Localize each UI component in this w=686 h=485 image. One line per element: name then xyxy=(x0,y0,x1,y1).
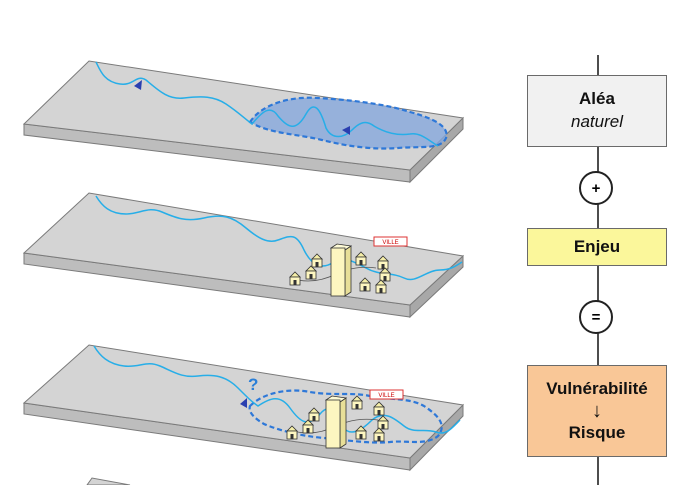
plus-operator: + xyxy=(579,171,613,205)
city-tag xyxy=(369,389,404,400)
city-tag xyxy=(373,236,408,247)
flood-area xyxy=(248,96,448,150)
panel-stakes: VILLE xyxy=(22,192,465,319)
flow-arrow-icon xyxy=(342,126,350,135)
river-1 xyxy=(95,61,439,147)
river-2 xyxy=(95,195,463,281)
equals-operator: = xyxy=(579,300,613,334)
tower xyxy=(330,247,346,297)
stakes-label: Enjeu xyxy=(573,237,621,256)
panel-hazard xyxy=(22,60,465,184)
platform-2-top xyxy=(22,192,465,306)
tower xyxy=(325,399,341,449)
city-tag-label: VILLE xyxy=(382,240,398,246)
city-tag-label: VILLE xyxy=(378,393,394,399)
flow-arrow-icon xyxy=(134,80,142,90)
tower-side xyxy=(339,397,347,449)
question-mark: ? xyxy=(248,375,258,394)
panel-vulnerability: ? VILLE xyxy=(22,344,465,472)
stakes-box: Enjeu xyxy=(527,228,667,266)
risk-box: Vulnérabilité ↓ Risque xyxy=(527,365,667,457)
hazard-subtitle: naturel xyxy=(571,112,623,131)
river-3 xyxy=(93,345,461,434)
down-arrow-icon: ↓ xyxy=(592,400,602,422)
platform-4-edge xyxy=(86,477,131,485)
hazard-box: Aléa naturel xyxy=(527,75,667,147)
vulnerability-label: Vulnérabilité xyxy=(546,379,648,398)
flood-outline xyxy=(248,389,443,444)
hazard-title: Aléa xyxy=(579,89,615,108)
risk-label: Risque xyxy=(568,423,626,442)
flow-arrow-icon xyxy=(240,398,247,408)
tower-side xyxy=(344,245,352,297)
